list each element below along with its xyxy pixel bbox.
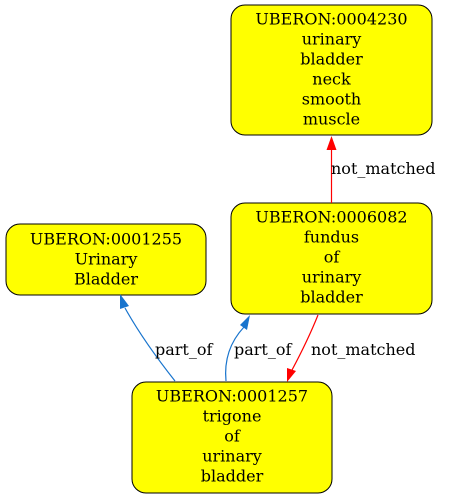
edge-not-matched-fundus-to-neck-muscle[interactable]: not_matched	[326, 136, 436, 203]
node-uberon-0004230[interactable]: UBERON:0004230 urinary bladder neck smoo…	[230, 4, 433, 136]
node-box	[5, 223, 207, 296]
node-label-line: urinary	[302, 30, 362, 49]
node-label-line: fundus	[304, 228, 359, 247]
node-label-line: trigone	[203, 407, 262, 426]
edge-part-of-trigone-to-fundus[interactable]: part_of	[225, 315, 293, 382]
node-label-line: bladder	[201, 467, 264, 486]
node-id: UBERON:0006082	[255, 208, 407, 227]
arrowhead-icon	[240, 315, 250, 330]
edge-line	[291, 314, 319, 371]
node-id: UBERON:0004230	[255, 10, 407, 29]
node-label-line: neck	[312, 70, 351, 89]
edge-label: part_of	[155, 340, 213, 359]
edge-not-matched-fundus-to-trigone[interactable]: not_matched	[287, 314, 415, 382]
node-label-line: urinary	[202, 447, 262, 466]
node-label-line: Urinary	[75, 250, 138, 269]
edge-label: not_matched	[331, 159, 435, 178]
node-uberon-0006082[interactable]: UBERON:0006082 fundus of urinary bladder	[230, 202, 433, 315]
edge-label: not_matched	[311, 340, 415, 359]
node-box	[131, 381, 333, 494]
edge-part-of-trigone-to-urinary-bladder[interactable]: part_of	[120, 294, 213, 382]
node-label-line: of	[324, 248, 341, 267]
edge-line	[124, 307, 176, 382]
node-label-line: urinary	[302, 268, 362, 287]
arrowhead-icon	[120, 294, 129, 309]
node-label-line: smooth	[302, 90, 361, 109]
node-id: UBERON:0001257	[156, 387, 308, 406]
node-id: UBERON:0001255	[30, 230, 182, 249]
node-label-line: muscle	[303, 110, 360, 129]
edge-label: part_of	[234, 340, 292, 359]
edge-line	[225, 326, 245, 382]
node-uberon-0001255[interactable]: UBERON:0001255 Urinary Bladder	[5, 223, 207, 296]
arrowhead-icon	[287, 368, 296, 382]
node-uberon-0001257[interactable]: UBERON:0001257 trigone of urinary bladde…	[131, 381, 333, 494]
node-label-line: of	[224, 427, 241, 446]
node-box	[230, 4, 433, 136]
arrowhead-icon	[326, 136, 337, 150]
node-label-line: bladder	[300, 288, 363, 307]
node-label-line: bladder	[300, 50, 363, 69]
node-label-line: Bladder	[74, 270, 138, 289]
